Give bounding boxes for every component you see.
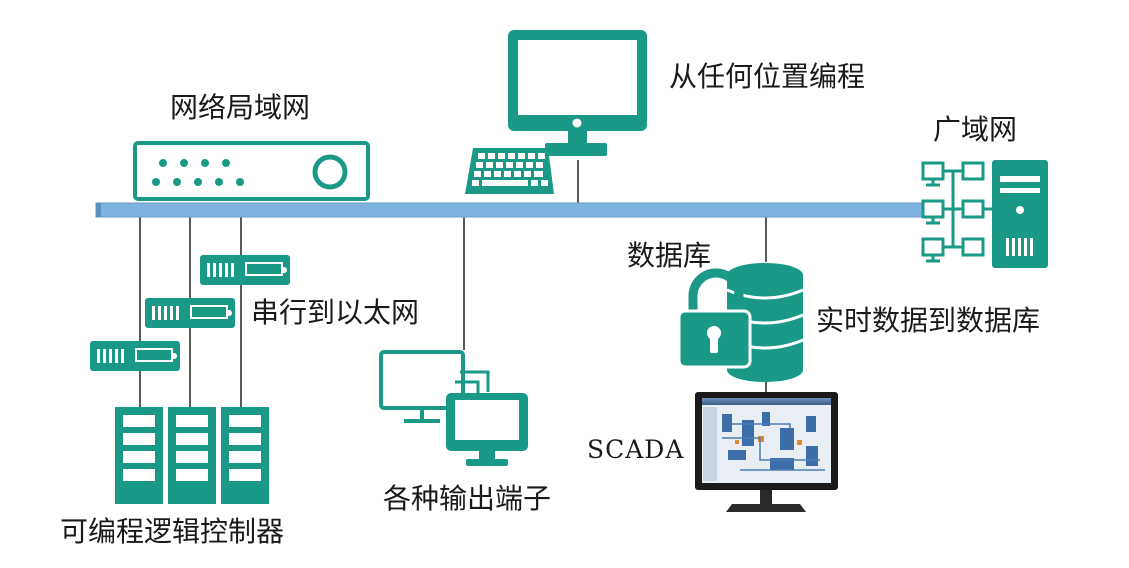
network-switch-icon <box>133 141 370 201</box>
label-realtime-data-to-db: 实时数据到数据库 <box>816 304 1041 337</box>
dual-monitor-icon <box>379 350 528 466</box>
connection-lines <box>139 160 767 412</box>
label-scada: SCADA <box>587 435 685 464</box>
keyboard-icon <box>465 148 554 194</box>
padlock-icon <box>677 268 752 369</box>
label-wan: 广域网 <box>933 113 1018 146</box>
plc-cabinet-icon <box>115 407 269 504</box>
label-remote-programming: 从任何位置编程 <box>669 60 866 93</box>
scada-monitor-icon <box>695 392 838 512</box>
label-database: 数据库 <box>627 239 712 272</box>
network-bus <box>95 202 923 218</box>
desktop-computer-icon <box>508 30 647 156</box>
label-output-terminals: 各种输出端子 <box>383 482 552 515</box>
serial-converter-icon <box>90 255 290 371</box>
label-serial-to-ethernet: 串行到以太网 <box>251 296 420 329</box>
server-tower-icon <box>921 160 1048 268</box>
label-lan: 网络局域网 <box>170 91 311 124</box>
label-plc: 可编程逻辑控制器 <box>60 515 285 548</box>
